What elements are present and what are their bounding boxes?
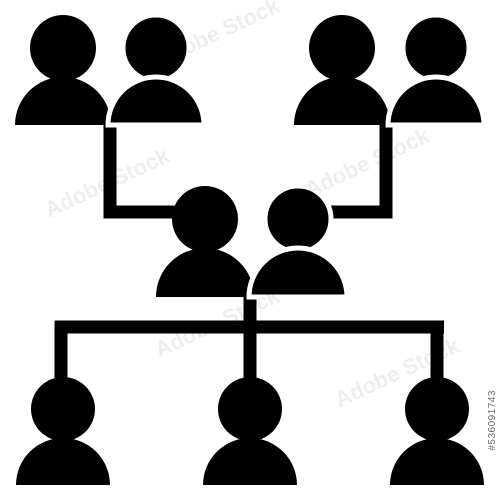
person-icon (390, 377, 484, 485)
stock-id-label: #536091743 (487, 390, 498, 451)
person-icon (15, 15, 111, 125)
person-icon (385, 12, 487, 128)
connector-lines (54, 118, 444, 382)
connector-right-grandparents (322, 118, 393, 219)
person-icon (203, 377, 297, 485)
connector-left-grandparents (103, 118, 180, 219)
person-icon (16, 377, 110, 485)
person-icon (294, 15, 390, 125)
person-icon (105, 12, 207, 128)
person-icon (156, 186, 254, 297)
person-icon (246, 183, 350, 300)
